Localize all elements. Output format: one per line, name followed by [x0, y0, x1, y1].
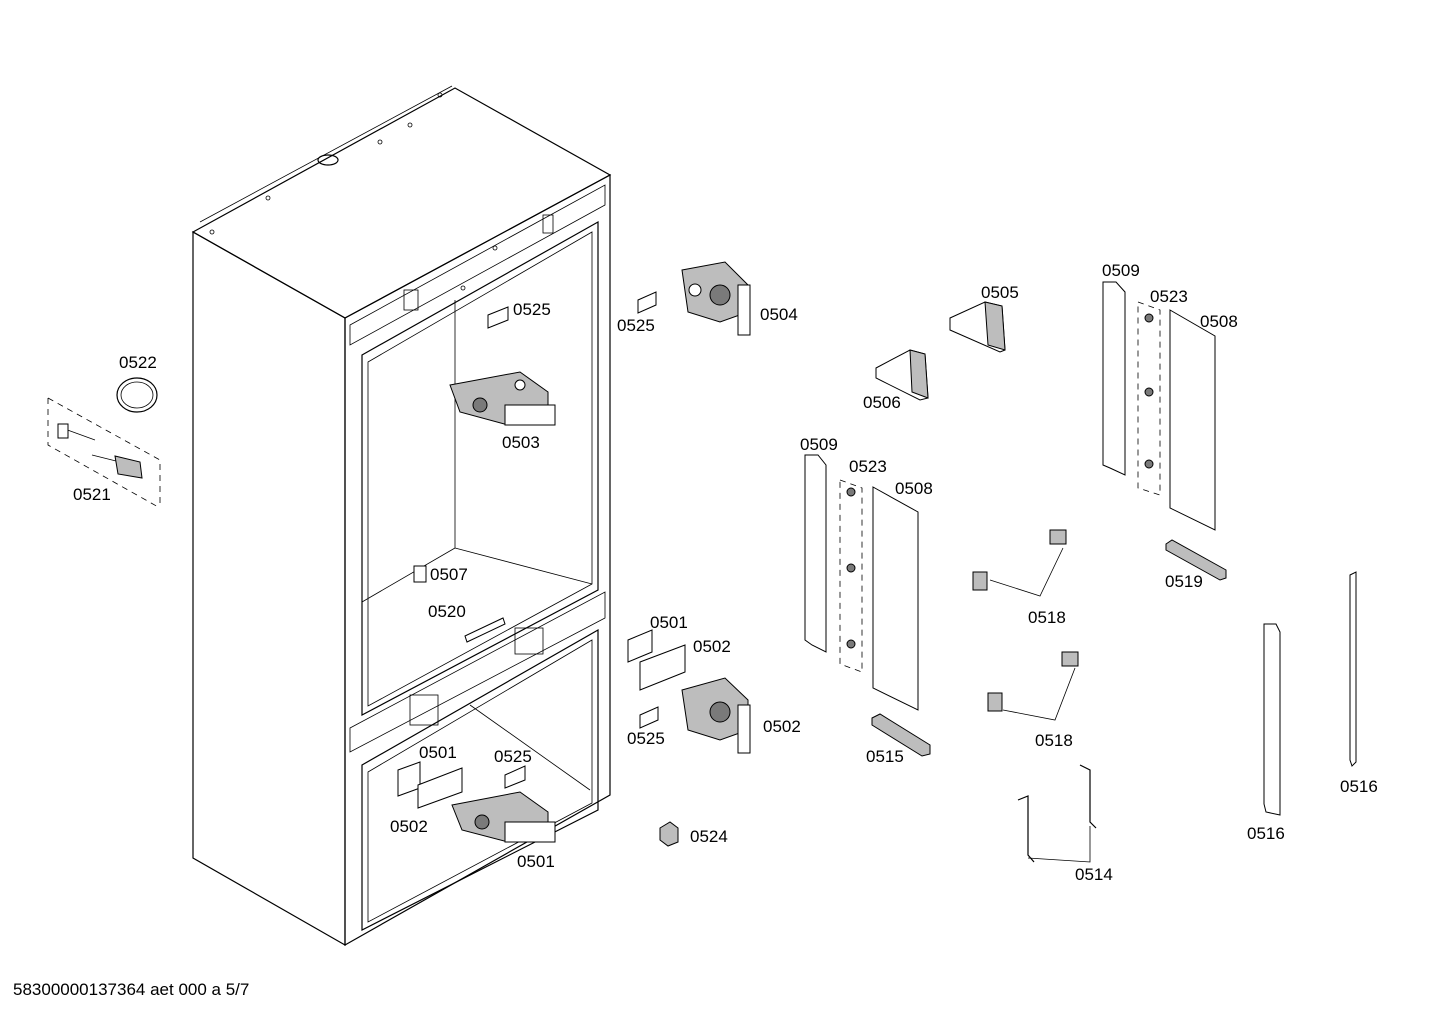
label-0525: 0525 — [627, 729, 665, 748]
label-0518: 0518 — [1028, 608, 1066, 627]
trim-panel-0509-upper — [1102, 281, 1126, 476]
label-0501: 0501 — [419, 743, 457, 762]
label-0508: 0508 — [1200, 312, 1238, 331]
hinge-lower-internal — [451, 791, 556, 843]
label-0518: 0518 — [1035, 731, 1073, 750]
label-0519: 0519 — [1165, 572, 1203, 591]
label-0525: 0525 — [494, 747, 532, 766]
label-0515: 0515 — [866, 747, 904, 766]
label-0504: 0504 — [760, 305, 798, 324]
label-0514: 0514 — [1075, 865, 1113, 884]
label-0502: 0502 — [693, 637, 731, 656]
label-0509: 0509 — [1102, 261, 1140, 280]
strip-0520 — [464, 617, 506, 643]
dashed-panel-0523-front — [839, 479, 863, 673]
label-0516: 0516 — [1340, 777, 1378, 796]
part-0507 — [413, 565, 427, 583]
label-0503: 0503 — [502, 433, 540, 452]
trim-panel-0509-front — [804, 454, 827, 653]
label-0507: 0507 — [430, 565, 468, 584]
clip-0524 — [659, 821, 679, 847]
cover-0505 — [949, 301, 1006, 353]
brackets-0514 — [1017, 764, 1097, 863]
label-0506: 0506 — [863, 393, 901, 412]
dashed-panel-0523-upper — [1137, 301, 1161, 496]
rail-0515 — [871, 713, 931, 757]
part-labels: 0525 0525 0504 0522 0503 0521 0505 0506 … — [73, 261, 1378, 884]
refrigerator-cabinet — [191, 85, 612, 947]
label-0522: 0522 — [119, 353, 157, 372]
hinge-0502-right — [681, 677, 751, 754]
bracket-0501-upper — [627, 629, 686, 691]
panel-0508-upper — [1169, 309, 1216, 531]
label-0501: 0501 — [517, 852, 555, 871]
rail-0519 — [1165, 539, 1227, 581]
clips-0518-lower — [987, 651, 1079, 721]
hinge-0503 — [449, 371, 556, 426]
strip-0516-right — [1349, 571, 1357, 767]
label-0525: 0525 — [513, 300, 551, 319]
label-0502: 0502 — [763, 717, 801, 736]
label-0523: 0523 — [849, 457, 887, 476]
hinge-0504 — [681, 261, 751, 336]
label-0520: 0520 — [428, 602, 466, 621]
label-0521: 0521 — [73, 485, 111, 504]
label-0501: 0501 — [650, 613, 688, 632]
panel-0508-front — [872, 486, 919, 711]
label-0523: 0523 — [1150, 287, 1188, 306]
label-0509: 0509 — [800, 435, 838, 454]
clips-0518-upper — [972, 529, 1067, 597]
cover-0506 — [875, 349, 929, 401]
lamp-group-0521 — [47, 397, 161, 509]
label-0525: 0525 — [617, 316, 655, 335]
strip-0516-left — [1263, 623, 1281, 816]
label-0505: 0505 — [981, 283, 1019, 302]
label-0508: 0508 — [895, 479, 933, 498]
document-id: 58300000137364 aet 000 a 5/7 — [13, 980, 250, 999]
plate-0525 — [487, 291, 659, 789]
ring-0522 — [116, 377, 158, 413]
label-0524: 0524 — [690, 827, 728, 846]
label-0516: 0516 — [1247, 824, 1285, 843]
label-0502: 0502 — [390, 817, 428, 836]
bracket-0501-lower — [397, 761, 463, 809]
